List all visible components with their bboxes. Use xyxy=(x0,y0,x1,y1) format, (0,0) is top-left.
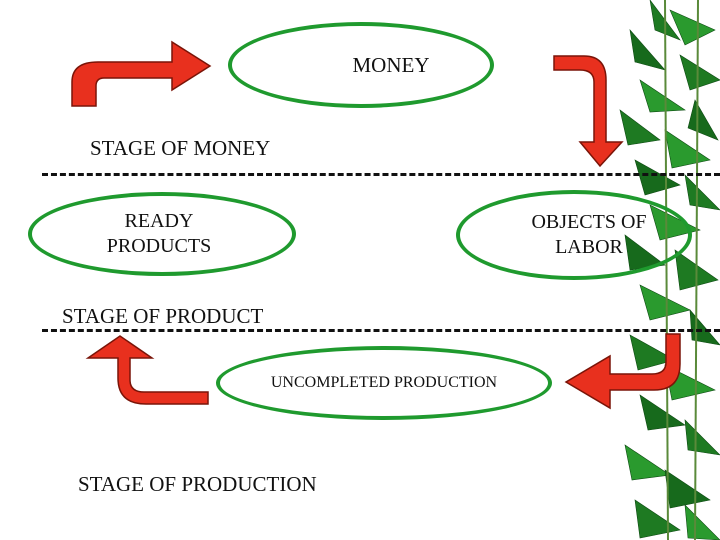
stage-divider-top xyxy=(42,173,720,176)
curved-arrow-icon xyxy=(85,335,209,405)
ready-products-label: READY PRODUCTS xyxy=(106,210,212,257)
objects-of-labor-node: OBJECTS OF LABOR xyxy=(456,190,692,280)
ready-products-node: READY PRODUCTS xyxy=(28,192,296,276)
stage-of-production-label: STAGE OF PRODUCTION xyxy=(78,472,317,496)
stage-of-product-label: STAGE OF PRODUCT xyxy=(62,304,264,328)
objects-of-labor-label: OBJECTS OF LABOR xyxy=(531,211,647,258)
uncompleted-production-label: UNCOMPLETED PRODUCTION xyxy=(270,374,498,391)
uncompleted-production-node: UNCOMPLETED PRODUCTION xyxy=(216,346,552,420)
stage-of-money-label: STAGE OF MONEY xyxy=(90,136,271,160)
money-node: MONEY xyxy=(228,22,494,108)
curved-arrow-icon xyxy=(71,40,212,107)
money-label: MONEY xyxy=(352,52,430,77)
stage-divider-bottom xyxy=(42,329,720,332)
